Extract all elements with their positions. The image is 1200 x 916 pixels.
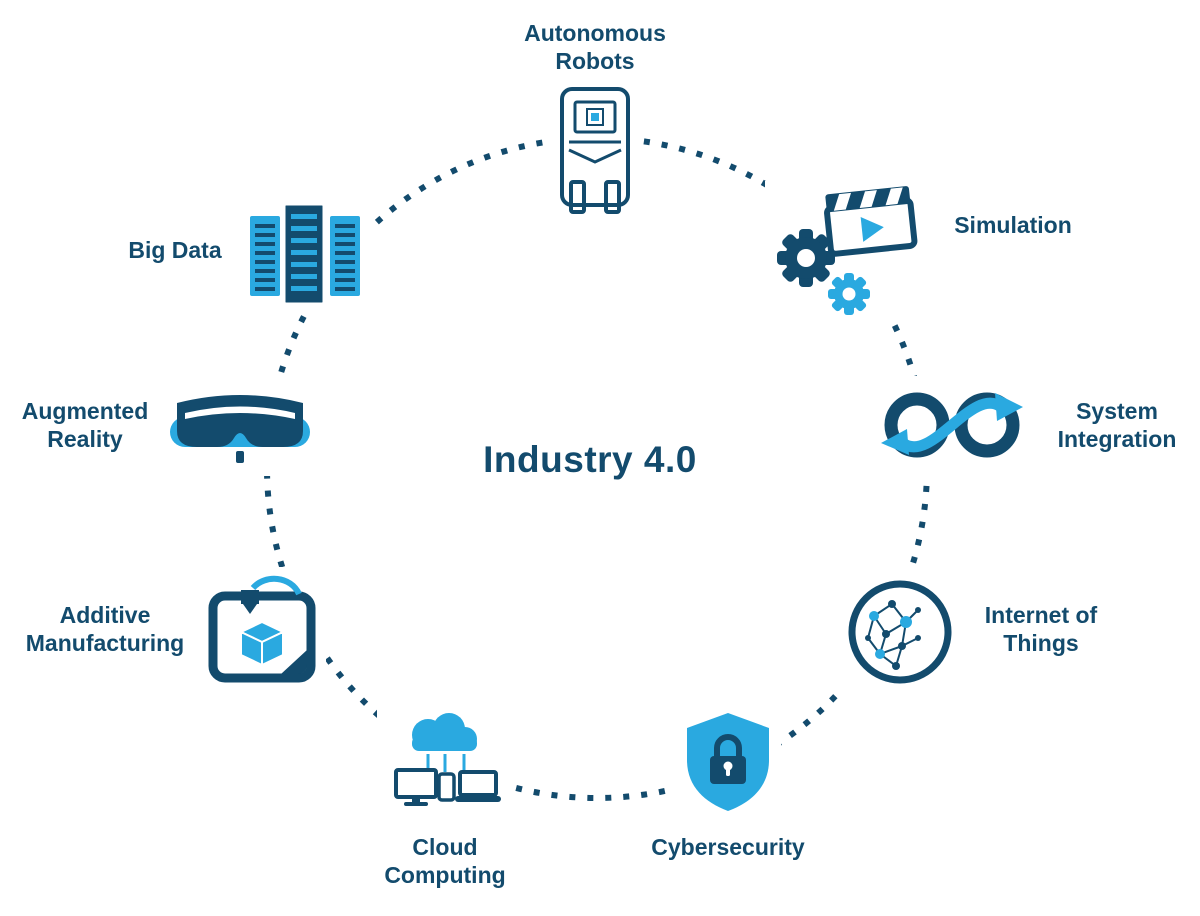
internet-of-things-network-globe-icon [839,571,961,693]
autonomous-robot-icon [548,79,642,221]
node-label-system-integration: System Integration [1057,397,1177,452]
cybersecurity-shield-lock-icon [675,703,781,821]
node-label-additive-manufacturing: Additive Manufacturing [25,601,185,656]
augmented-reality-headset-icon [160,378,320,476]
additive-manufacturing-3d-printer-icon [198,567,326,689]
simulation-gears-clapperboard-icon [765,181,925,323]
system-integration-links-icon [868,376,1036,474]
node-label-simulation: Simulation [954,211,1072,238]
node-label-augmented-reality: Augmented Reality [21,397,149,452]
node-label-autonomous-robots: Autonomous Robots [524,19,666,74]
cloud-computing-devices-icon [377,703,513,825]
node-label-cloud-computing: Cloud Computing [384,833,506,888]
diagram-title: Industry 4.0 [483,439,697,480]
node-label-cybersecurity: Cybersecurity [651,833,805,860]
node-label-internet-of-things: Internet of Things [984,601,1098,656]
big-data-servers-icon [239,195,371,309]
node-label-big-data: Big Data [128,236,222,263]
